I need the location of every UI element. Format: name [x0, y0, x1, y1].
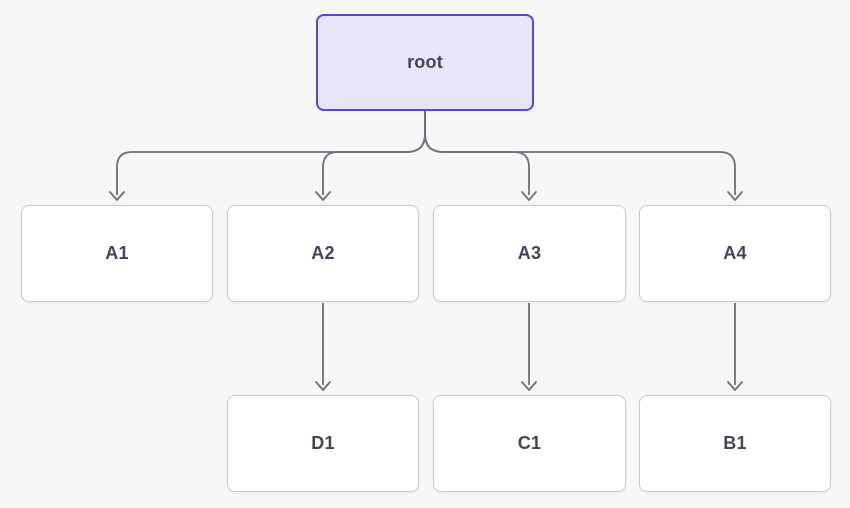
edge-a2-d1: [315, 303, 331, 391]
node-c1[interactable]: C1: [433, 395, 626, 492]
arrowhead-icon: [521, 381, 537, 391]
arrowhead-icon: [727, 191, 743, 201]
edge-root-a1: [109, 111, 426, 201]
node-root[interactable]: root: [316, 14, 534, 111]
node-a3[interactable]: A3: [433, 205, 626, 302]
node-a3-label: A3: [517, 243, 542, 263]
arrowhead-icon: [109, 191, 125, 201]
edge-a3-c1: [521, 303, 537, 391]
node-a1-label: A1: [105, 243, 129, 263]
node-root-label: root: [407, 52, 443, 72]
node-a4-label: A4: [723, 243, 747, 263]
arrowhead-icon: [315, 191, 331, 201]
node-d1[interactable]: D1: [227, 395, 419, 492]
node-a2[interactable]: A2: [227, 205, 419, 302]
node-d1-label: D1: [311, 433, 335, 453]
edge-root-a4: [424, 111, 743, 201]
arrowhead-icon: [521, 191, 537, 201]
arrowhead-icon: [727, 381, 743, 391]
node-a1[interactable]: A1: [21, 205, 213, 302]
node-c1-label: C1: [517, 433, 542, 453]
node-a4[interactable]: A4: [639, 205, 831, 302]
edge-root-a2: [315, 111, 426, 201]
node-a2-label: A2: [311, 243, 335, 263]
edge-root-a3: [424, 111, 537, 201]
node-b1[interactable]: B1: [639, 395, 831, 492]
node-b1-label: B1: [723, 433, 747, 453]
edge-a4-b1: [727, 303, 743, 391]
arrowhead-icon: [315, 381, 331, 391]
